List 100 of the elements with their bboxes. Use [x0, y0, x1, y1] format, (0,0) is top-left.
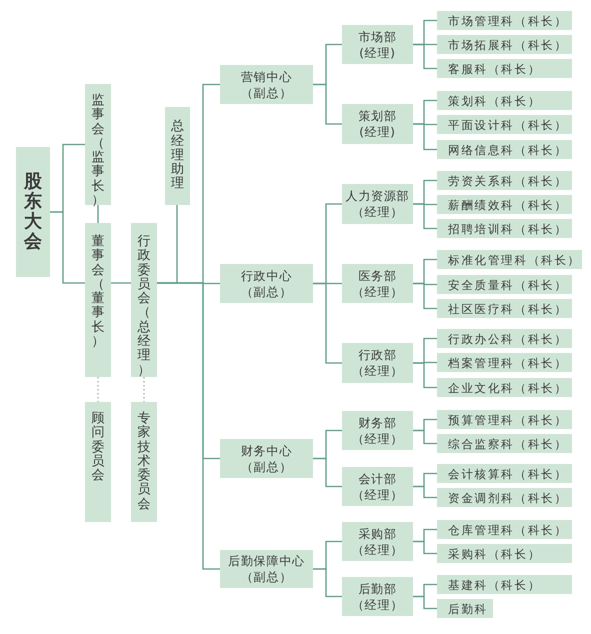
unit-name: 股东大会	[24, 172, 42, 252]
unit-name: 招聘培训科（科长）	[448, 222, 569, 236]
unit-name: 行政部	[358, 347, 397, 363]
role-label: （经理）	[352, 542, 404, 558]
org-unit-box	[437, 599, 493, 618]
unit-name: 人力资源部	[346, 188, 410, 204]
org-unit-box	[342, 577, 413, 616]
role-label: （经理）	[352, 430, 404, 446]
org-unit-box	[437, 35, 572, 54]
org-unit-box	[437, 353, 572, 372]
connector-line	[413, 123, 437, 150]
org-unit-box	[85, 402, 111, 522]
org-unit-box	[220, 439, 313, 478]
org-unit-box	[437, 115, 572, 134]
role-label: （副总）	[240, 569, 292, 585]
unit-name: 档案管理科（科长）	[448, 356, 569, 370]
connector-line	[413, 44, 437, 70]
unit-name: 会计核算科（科长）	[448, 466, 569, 480]
connector-line	[413, 486, 437, 498]
unit-name: 行政中心	[240, 268, 292, 284]
org-unit-box	[437, 59, 572, 78]
org-unit-box	[437, 275, 572, 294]
org-unit-box	[342, 343, 413, 383]
role-label: （经理）	[352, 363, 404, 379]
role-label: （经理）	[352, 204, 404, 220]
org-unit-box	[437, 250, 582, 269]
unit-name: 基建科（科长）	[448, 578, 542, 592]
org-unit-box	[220, 264, 313, 303]
connector-line	[313, 458, 342, 488]
unit-name: 总经理助理	[171, 120, 184, 192]
connector-line	[413, 596, 437, 610]
unit-name: 市场管理科（科长）	[448, 14, 569, 28]
unit-name: 安全质量科（科长）	[448, 278, 569, 292]
unit-name: 预算管理科（科长）	[448, 412, 569, 426]
unit-name: 网络信息科（科长）	[448, 142, 569, 156]
unit-name: 仓库管理科（科长）	[448, 522, 569, 536]
org-unit-box	[85, 223, 111, 377]
org-unit-box	[437, 195, 572, 214]
org-unit-box	[437, 464, 572, 483]
org-unit-box	[437, 544, 572, 563]
unit-name: 资金调剂科（科长）	[448, 490, 569, 504]
unit-name: 策划部	[358, 108, 397, 124]
org-unit-box	[437, 171, 572, 190]
unit-name: 客服科（科长）	[448, 62, 542, 76]
org-unit-box	[131, 402, 157, 522]
unit-name: 采购科（科长）	[448, 546, 542, 560]
connector-line	[97, 205, 99, 223]
unit-name: 标准化管理科（科长）	[448, 252, 582, 266]
org-unit-box	[437, 520, 572, 539]
org-unit-box	[342, 467, 413, 506]
connector-line	[413, 362, 437, 388]
unit-name: 财务部	[358, 414, 397, 430]
org-unit-box	[342, 522, 413, 561]
org-unit-box	[342, 184, 413, 224]
connector-line	[157, 282, 220, 570]
unit-name: 综合监察科（科长）	[448, 436, 569, 450]
unit-name: 后勤保障中心	[228, 553, 305, 569]
unit-name: 采购部	[358, 526, 397, 542]
org-unit-box	[342, 264, 413, 303]
connector-line	[313, 568, 342, 598]
unit-name: 董事会（董事长）	[92, 235, 104, 350]
org-unit-box	[437, 219, 572, 238]
dotted-connector	[97, 377, 99, 402]
role-label: （经理）	[352, 596, 404, 612]
org-unit-box	[85, 84, 111, 205]
unit-name: 会计部	[358, 470, 397, 486]
unit-name: 社区医疗科（科长）	[448, 302, 569, 316]
org-unit-box	[165, 107, 190, 205]
org-unit-box	[437, 410, 572, 429]
unit-name: 后勤科	[448, 602, 489, 616]
org-unit-box	[342, 104, 413, 144]
org-unit-box	[342, 411, 413, 450]
unit-name: 行政委员会（总经理）	[138, 235, 150, 378]
connector-line	[413, 203, 437, 230]
role-label: (经理)	[359, 44, 396, 60]
unit-name: 医务部	[358, 268, 397, 284]
unit-name: 财务中心	[240, 442, 292, 458]
connector-line	[313, 282, 342, 364]
unit-name: 顾问委员会	[92, 412, 104, 484]
connector-line	[413, 430, 437, 444]
org-unit-box	[437, 378, 572, 397]
unit-name: 专家技术委员会	[138, 412, 150, 512]
unit-name: 市场拓展科（科长）	[448, 38, 569, 52]
unit-name: 平面设计科（科长）	[448, 118, 569, 132]
unit-name: 企业文化科（科长）	[448, 380, 569, 394]
org-unit-box	[437, 91, 572, 110]
unit-name: 薪酬绩效科（科长）	[448, 198, 569, 212]
connector-line	[50, 211, 85, 284]
unit-name: 市场部	[358, 28, 397, 44]
org-unit-box	[437, 299, 572, 318]
org-unit-box	[437, 11, 572, 30]
org-unit-box	[437, 140, 572, 159]
dotted-connector	[143, 377, 145, 402]
connector-line	[413, 282, 437, 310]
connector-line	[313, 84, 342, 125]
role-label: （副总）	[240, 284, 292, 300]
role-label: （经理）	[352, 486, 404, 502]
unit-name: 营销中心	[240, 68, 292, 84]
org-unit-box	[131, 223, 157, 377]
unit-name: 劳资关系科（科长）	[448, 174, 569, 188]
